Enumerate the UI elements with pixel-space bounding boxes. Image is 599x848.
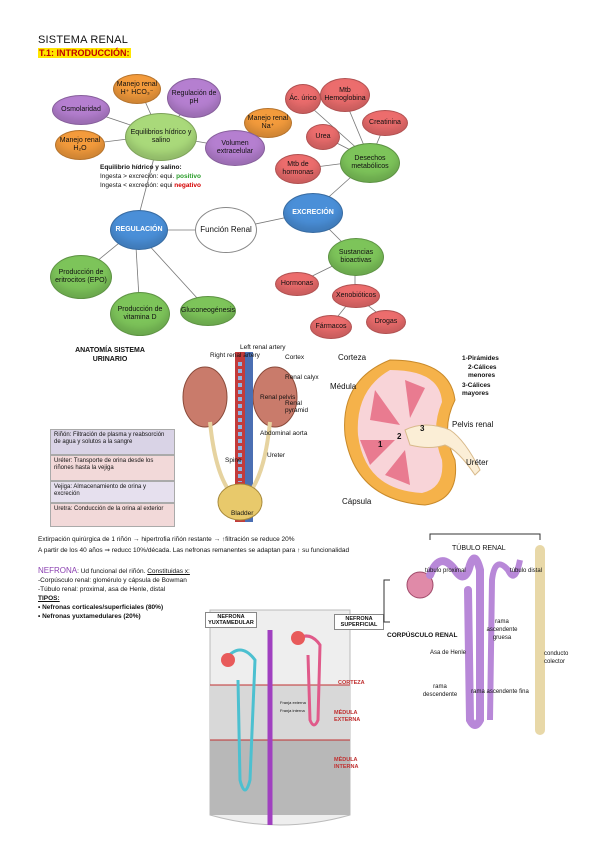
label-left-renal-artery: Left renal artery (240, 344, 286, 351)
kidney-pelvis: Pelvis renal (452, 420, 494, 429)
label-renal-pelvis: Renal pelvis (260, 394, 296, 401)
nefrona-corpusculo: -Corpúsculo renal: glomérulo y cápsula d… (38, 577, 187, 584)
label-abdominal-aorta: Abdominal aorta (260, 430, 308, 437)
label-bladder: Bladder (231, 510, 254, 517)
node-xenobioticos: Xenobióticos (332, 284, 380, 308)
node-desechos: Desechos metabólicos (340, 143, 400, 183)
node-gluconeogenesis: Gluconeogénesis (180, 296, 236, 326)
equilibrio-note: Equilibrio hídrico y salino: Ingesta > e… (100, 163, 250, 190)
section-heading: T.1: INTRODUCCIÓN: (38, 48, 131, 58)
tubulo-conducto: conducto colector (544, 651, 569, 665)
tubulo-title: TÚBULO RENAL (452, 545, 506, 552)
tubulo-rama-desc: rama descendente (422, 684, 458, 698)
node-creatinina: Creatinina (362, 110, 408, 136)
text-line-2: A partir de los 40 años ⇒ reducc 10%/déc… (38, 547, 350, 554)
tubulo-distal: túbulo distal (510, 568, 543, 574)
nephron-superficial: NEFRONA SUPERFICIAL (334, 614, 384, 630)
tubulo-asa-henle: Asa de Henle (430, 650, 467, 656)
kidney-ureter: Uréter (466, 458, 489, 467)
anatomy-title: ANATOMÍA SISTEMA URINARIO (75, 347, 145, 363)
node-equilibrios: Equilibrios hídrico y salino (125, 113, 197, 161)
label-cortex: Cortex (285, 354, 305, 361)
nephron-medula-externa: MÉDULA EXTERNA (334, 710, 361, 723)
equilibrio-positivo: positivo (176, 173, 201, 180)
nephron-diagram (209, 609, 351, 826)
node-mtb-hormonas: Mtb de hormonas (275, 154, 321, 184)
node-mtb-hemoglobina: Mtb Hemoglobina (320, 78, 370, 112)
kidney-piramides: 1-Pirámides (462, 355, 499, 362)
kidney-n3: 3 (420, 424, 425, 433)
nefrona-block: NEFRONA: Ud funcional del riñón. Constit… (38, 566, 258, 621)
nephron-corteza: CORTEZA (338, 680, 365, 686)
tubule-diagram (383, 533, 545, 735)
kidney-calices-mayores: 3-Cálices mayores (462, 382, 491, 397)
node-ac-urico: Ác. úrico (285, 84, 321, 114)
nefrona-desc: : Ud funcional del riñón. (77, 568, 148, 575)
node-epo: Producción de eritrocitos (EPO) (50, 255, 112, 299)
anatomy-ureter: Uréter: Transporte de orina desde los ri… (50, 455, 175, 481)
kidney-n2: 2 (397, 432, 402, 441)
equilibrio-line1: Ingesta > excreción: equi. (100, 173, 177, 180)
node-manejo-renal-h: Manejo renal H⁺ HCO₃⁻ (113, 74, 161, 104)
nefrona-tipos: TIPOS: (38, 595, 60, 602)
anatomy-uretra: Uretra: Conducción de la orina al exteri… (50, 503, 175, 527)
node-farmacos: Fármacos (310, 315, 352, 339)
kidney-calices-menores: 2-Cálices menores (468, 364, 497, 379)
node-drogas: Drogas (366, 310, 406, 334)
node-volumen: Volumen extracelular (205, 130, 265, 166)
urinary-system-illustration (182, 352, 298, 522)
equilibrio-note-title: Equilibrio hídrico y salino: (100, 164, 182, 171)
anatomy-vejiga: Vejiga: Almacenamiento de orina y excrec… (50, 481, 175, 503)
node-hormonas: Hormonas (275, 272, 319, 296)
kidney-cross-section (344, 359, 481, 506)
label-ureter: Ureter (267, 452, 286, 459)
node-funcion-renal: Función Renal (195, 207, 257, 253)
node-regulacion-ph: Regulación de pH (167, 78, 221, 118)
node-osmolaridad: Osmolaridad (52, 95, 110, 125)
kidney-corteza: Corteza (338, 353, 367, 362)
node-regulacion: REGULACIÓN (110, 210, 168, 250)
text-line-1: Extirpación quirúrgica de 1 riñón → hipe… (38, 536, 295, 543)
nephron-franja-interna: Franja interna (280, 708, 305, 713)
kidney-capsula: Cápsula (342, 497, 372, 506)
page-title: SISTEMA RENAL (38, 34, 129, 46)
nefrona-tipo-2: Nefronas yuxtamedulares (20%) (42, 613, 141, 620)
label-spine: Spine (225, 457, 242, 464)
kidney-medula: Médula (330, 382, 357, 391)
node-sustancias: Sustancias bioactivas (328, 238, 384, 276)
anatomy-panel: ANATOMÍA SISTEMA URINARIO Left renal art… (45, 342, 320, 530)
node-excrecion: EXCRECIÓN (283, 193, 343, 233)
tubulo-rama-asc-gruesa: rama ascendente gruesa (486, 619, 518, 641)
node-urea: Urea (306, 124, 340, 150)
equilibrio-line2: Ingesta < excreción: equi (100, 182, 175, 189)
label-renal-pyramid: Renal pyramid (285, 400, 309, 414)
label-renal-calyx: Renal calyx (285, 374, 319, 381)
nefrona-title: NEFRONA (38, 566, 78, 575)
nephron-franja-externa: Franja externa (280, 700, 306, 705)
anatomy-rinon: Riñón: Filtración de plasma y reabsorció… (50, 429, 175, 455)
tubulo-corpusculo: CORPÚSCULO RENAL (387, 632, 458, 639)
tubulo-rama-asc-fina: rama ascendente fina (471, 689, 529, 695)
label-right-renal-artery: Right renal artery (210, 352, 260, 359)
nefrona-const-label: Constituidas x: (147, 568, 190, 575)
nephron-medula-interna: MÉDULA INTERNA (334, 757, 359, 770)
nefrona-tipo-1: Nefronas corticales/superficiales (80%) (42, 604, 164, 611)
nephron-yuxtamedular: NEFRONA YUXTAMEDULAR (205, 612, 257, 628)
kidney-n1: 1 (378, 440, 383, 449)
tubulo-proximal: túbulo proximal (425, 568, 466, 574)
node-vitamina-d: Producción de vitamina D (110, 292, 170, 336)
node-manejo-renal-h2o: Manejo renal H₂O (55, 130, 105, 160)
nefrona-tubulo: -Túbulo renal: proximal, asa de Henle, d… (38, 586, 166, 593)
equilibrio-negativo: negativo (174, 182, 201, 189)
